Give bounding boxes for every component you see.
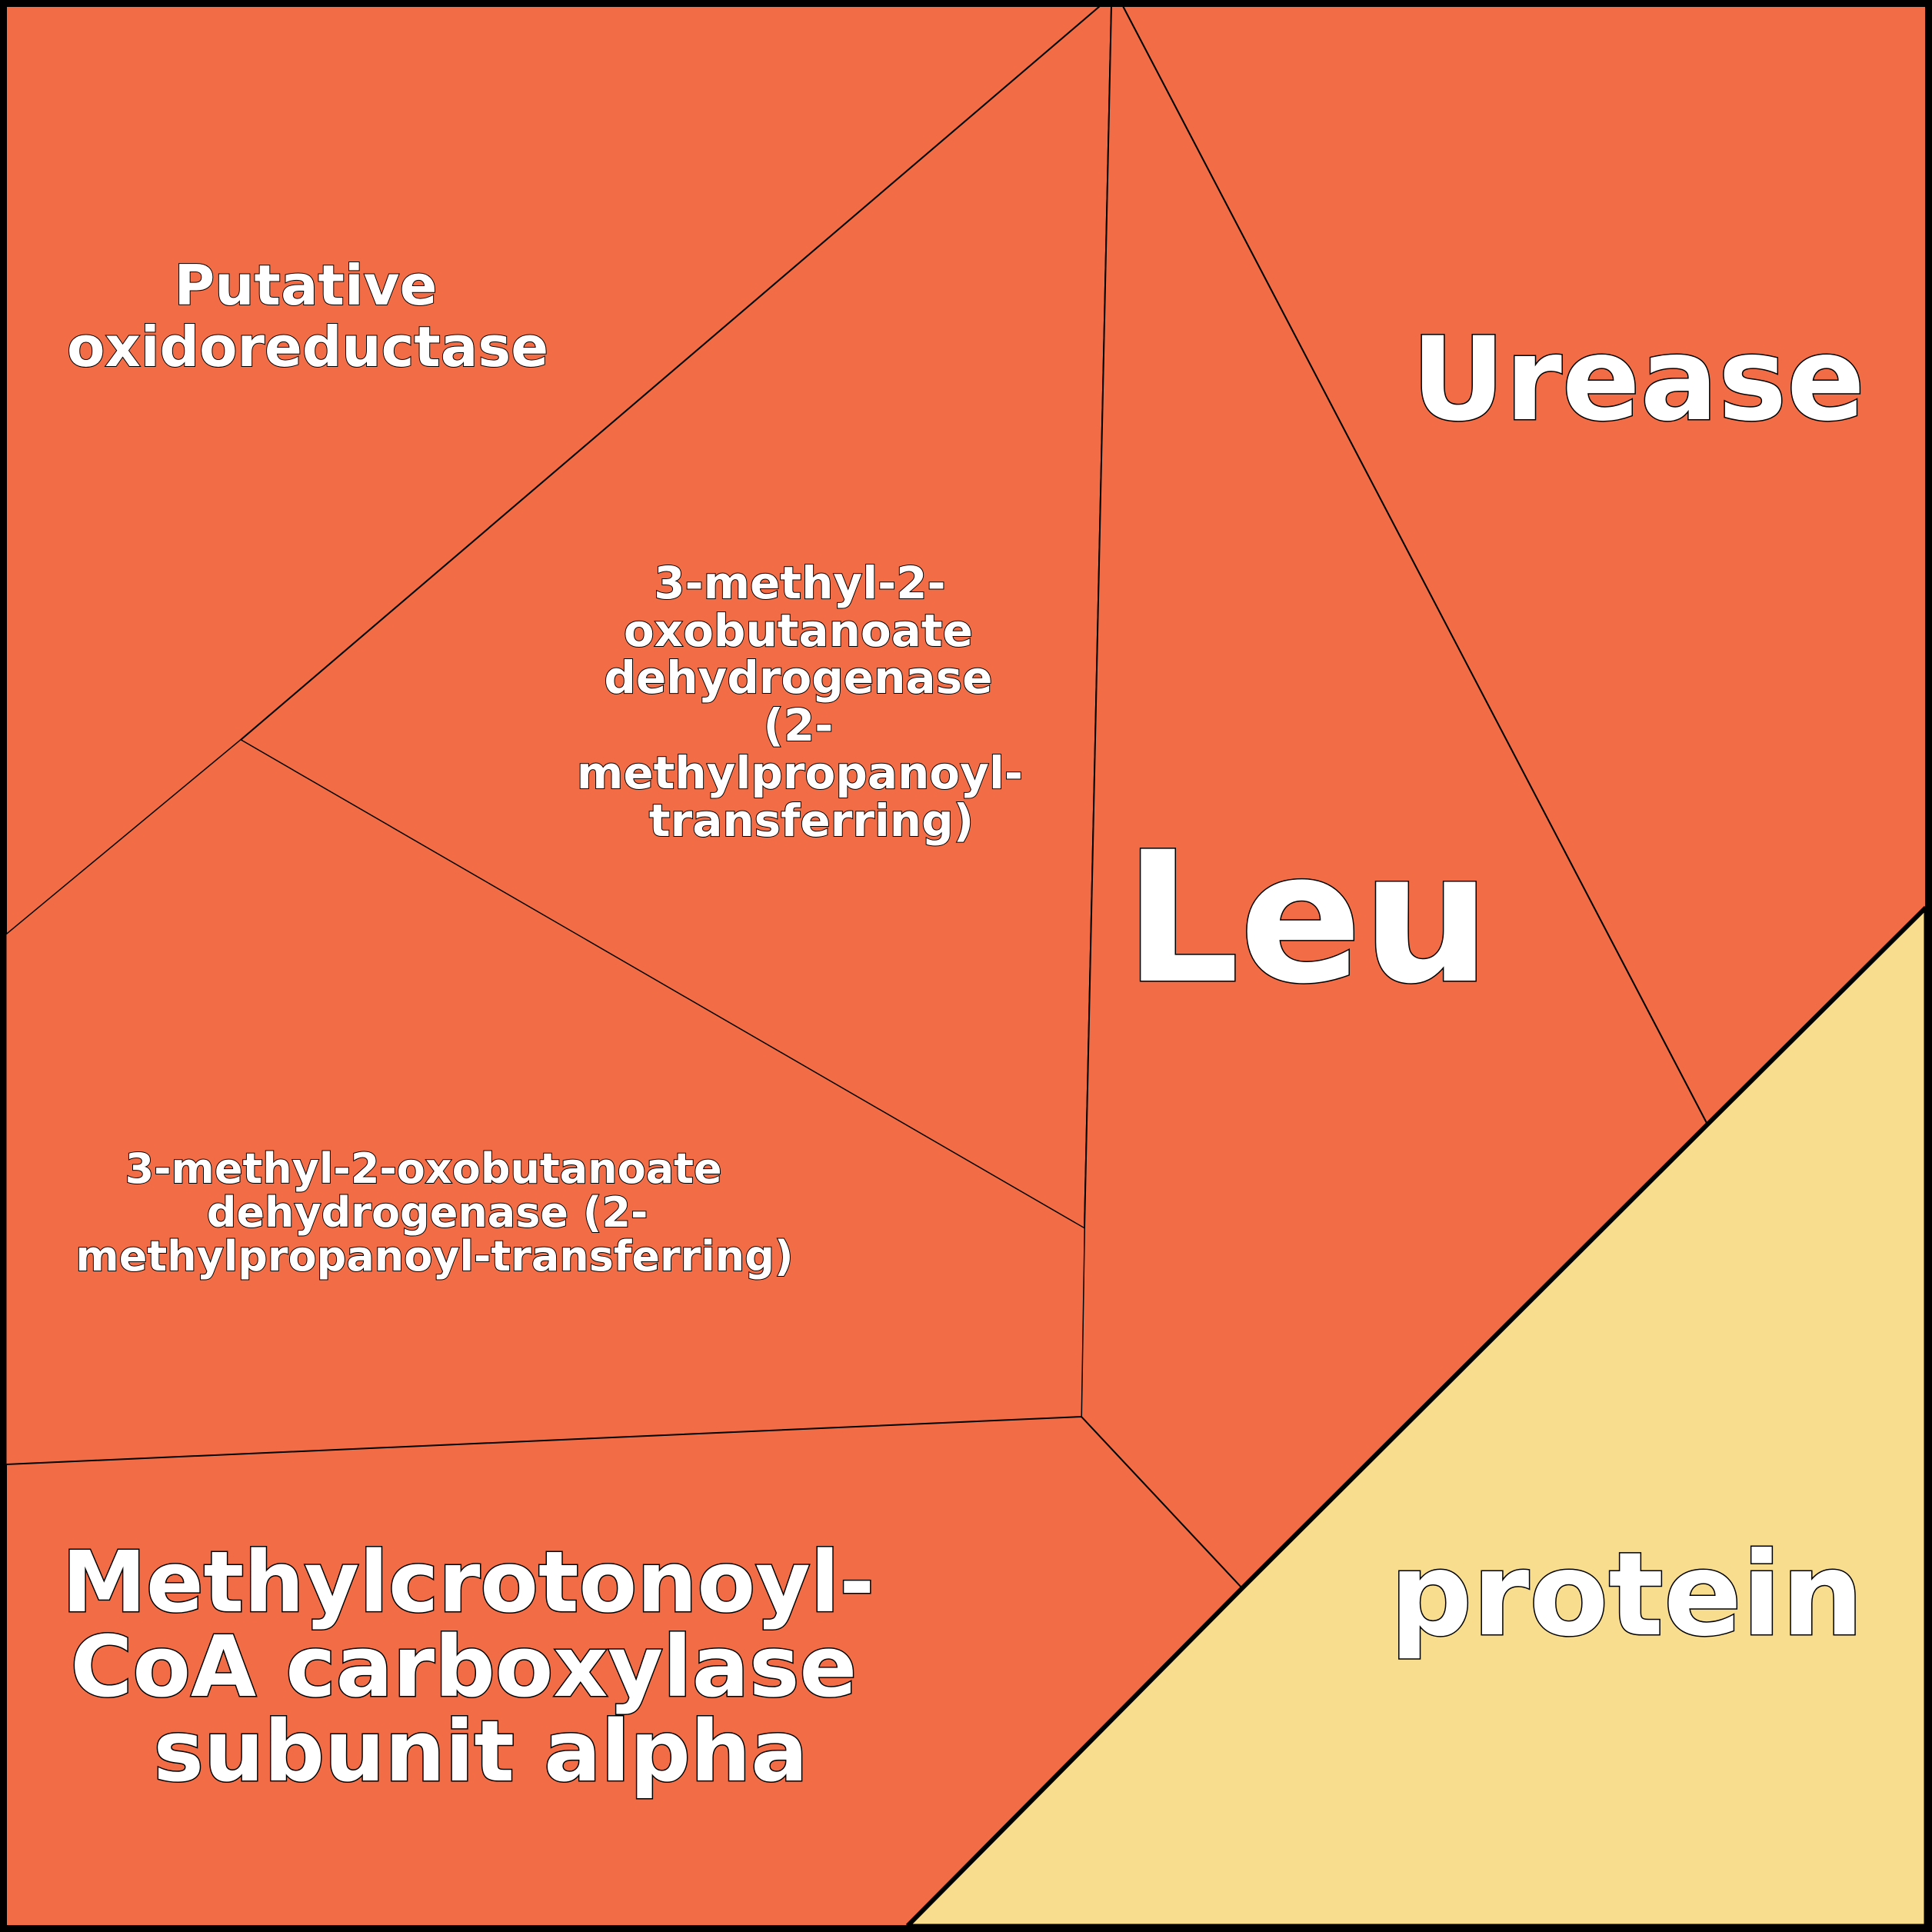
label-bckdh-upper: 3-methyl-2- oxobutanoate dehydrogenase (… <box>577 557 1038 847</box>
label-protein: protein <box>1390 1528 1864 1662</box>
label-methylcrotonoyl-coa-carboxylase: Methylcrotonoyl- CoA carboxylase subunit… <box>62 1533 904 1800</box>
label-leu: Leu <box>1124 814 1491 1024</box>
group-boundary <box>905 905 1928 1928</box>
label-putative-oxidoreductase: Putative oxidoreductase <box>67 253 548 379</box>
label-urease: Urease <box>1411 313 1865 447</box>
label-bckdh-lower: 3-methyl-2-oxobutanoate dehydrogenase (2… <box>75 1144 793 1281</box>
